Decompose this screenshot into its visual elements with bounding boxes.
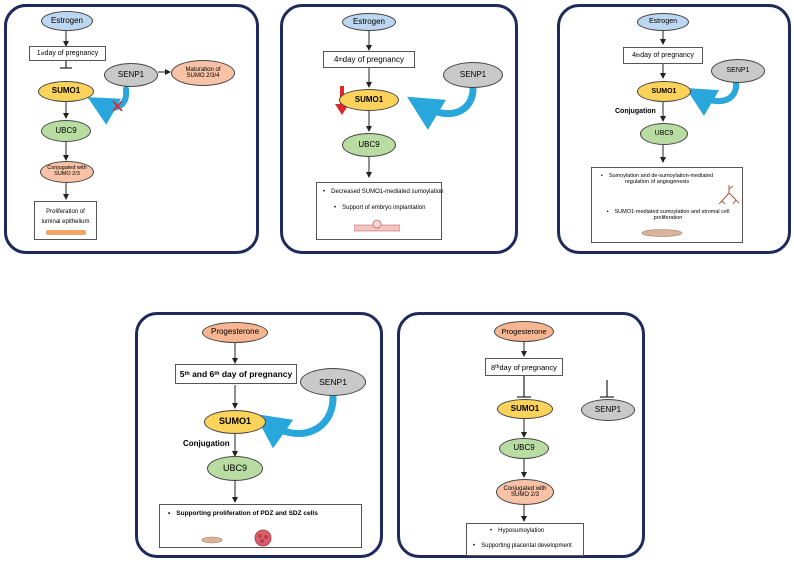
day-sup: th: [636, 52, 641, 59]
panel-day4-estrogen-a: [280, 4, 518, 254]
maturation-node: Maturation of SUMO 2/3/4: [171, 60, 235, 86]
pdz-cell-icon: [201, 536, 223, 544]
senp1-node: SENP1: [711, 59, 765, 83]
estrogen-node: Estrogen: [342, 13, 396, 31]
ubc9-node: UBC9: [640, 123, 688, 145]
outcome-bullet: Hyposumoylation: [490, 528, 544, 534]
senp1-node: SENP1: [443, 62, 503, 88]
day-num: 1: [36, 50, 41, 57]
sumo1-node: SUMO1: [637, 81, 691, 102]
panel-day8-progesterone: [397, 312, 645, 558]
ubc9-node: UBC9: [342, 133, 396, 157]
day-label: day of pregnancy: [342, 55, 404, 64]
conjugation-label: Conjugation: [183, 439, 230, 448]
day-mid: and: [189, 369, 210, 379]
day-num: 5: [179, 369, 185, 379]
outcome-bullet: SUMO1-mediated sumoylation and stromal c…: [597, 209, 739, 221]
senp1-node: SENP1: [581, 399, 635, 421]
sdz-cell-icon: [254, 529, 272, 547]
epithelium-icon: [46, 230, 86, 235]
day-label: day of pregnancy: [219, 369, 293, 379]
ubc9-node: UBC9: [499, 438, 549, 459]
estrogen-node: Estrogen: [637, 13, 689, 31]
progesterone-node: Progesterone: [202, 322, 268, 343]
outcome-bullet: Supporting proliferation of PDZ and SDZ …: [168, 510, 318, 517]
outcome-text: Proliferation of luminal epithelium: [41, 209, 90, 225]
day-num: 8: [491, 362, 496, 372]
day-num: 4: [334, 55, 339, 64]
sumo1-node: SUMO1: [339, 89, 399, 111]
sumo1-node: SUMO1: [497, 399, 553, 419]
senp1-node: SENP1: [104, 63, 158, 87]
ubc9-node: UBC9: [41, 120, 91, 142]
day-sup: st: [40, 50, 45, 57]
sumo1-node: SUMO1: [204, 410, 266, 434]
conjugated-node: Conjugated with SUMO 2/3: [40, 161, 94, 183]
senp1-node: SENP1: [300, 368, 366, 396]
day-sup-2: th: [214, 371, 220, 377]
day-num-2: 6: [209, 369, 215, 379]
estrogen-node: Estrogen: [41, 11, 93, 31]
day-label: day of pregnancy: [640, 52, 694, 59]
day-sup: th: [184, 371, 190, 377]
outcome-bullet: Decreased SUMO1-mediated sumoylation: [323, 189, 443, 195]
day-label: day of pregnancy: [44, 50, 99, 57]
outcome-bullet: Support of embryo implantation: [334, 205, 425, 211]
day-sup: th: [338, 56, 343, 63]
day-num: 4: [632, 52, 637, 59]
day-sup: th: [495, 364, 500, 370]
conjugation-label: Conjugation: [615, 108, 656, 115]
outcome-bullet: Sumoylation and de-sumoylation-mediated …: [597, 173, 717, 185]
sumo1-node: SUMO1: [38, 81, 94, 102]
progesterone-node: Progesterone: [494, 321, 554, 342]
conjugated-node: Conjugated with SUMO 2/3: [496, 479, 554, 505]
ubc9-node: UBC9: [207, 456, 263, 481]
stromal-cell-icon: [641, 229, 683, 237]
outcome-bullet: Supporting placental development: [473, 543, 572, 549]
day-label: day of pregnancy: [499, 362, 557, 372]
embryo-tissue-icon: [354, 219, 400, 232]
angiogenesis-icon: [718, 185, 740, 205]
